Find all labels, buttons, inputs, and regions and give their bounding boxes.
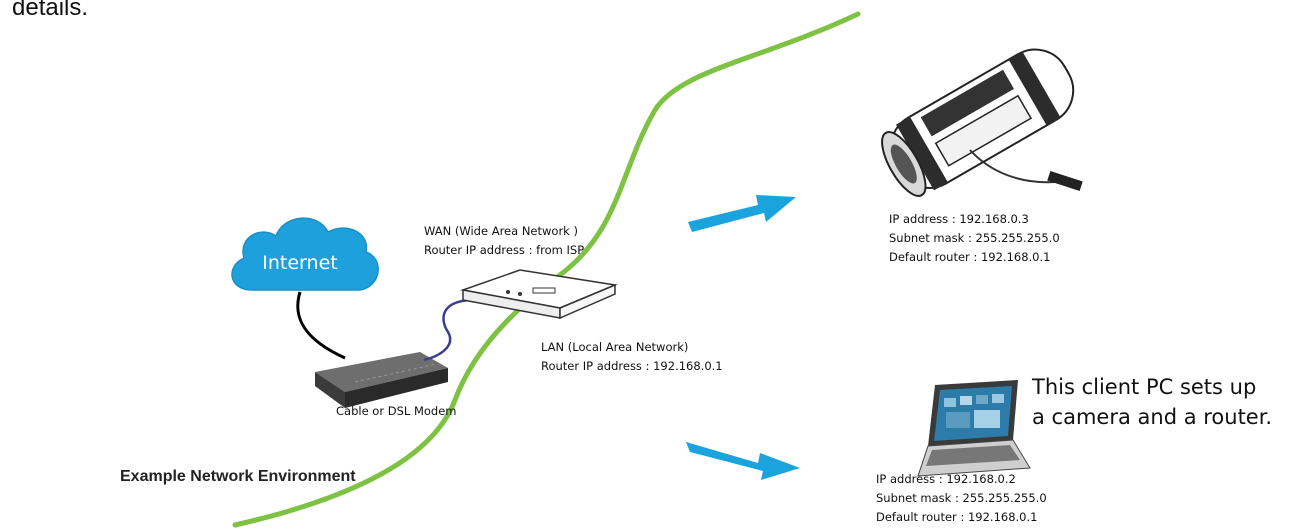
pc-gateway: Default router : 192.168.0.1 xyxy=(876,510,1038,524)
camera-icon xyxy=(881,48,1083,197)
modem-cable xyxy=(296,291,346,360)
diagram-caption: Example Network Environment xyxy=(120,468,356,485)
modem-icon xyxy=(315,352,448,408)
wan-label-group: WAN (Wide Area Network ) Router IP addre… xyxy=(424,222,584,260)
pc-ip: IP address : 192.168.0.2 xyxy=(876,472,1016,486)
router-icon xyxy=(460,269,618,320)
internet-label: Internet xyxy=(262,252,338,274)
router-modem-cable xyxy=(423,298,471,362)
pc-subnet: Subnet mask : 255.255.255.0 xyxy=(876,491,1047,505)
arrow-to-camera xyxy=(688,195,796,232)
wan-router-ip: Router IP address : from ISP xyxy=(424,243,585,257)
lan-label-group: LAN (Local Area Network) Router IP addre… xyxy=(541,338,723,376)
internet-cloud-icon xyxy=(231,217,379,291)
header-partial-text: details. xyxy=(12,0,89,21)
camera-ip: IP address : 192.168.0.3 xyxy=(889,212,1029,226)
network-boundary-line xyxy=(232,11,861,528)
camera-subnet: Subnet mask : 255.255.255.0 xyxy=(889,231,1060,245)
laptop-icon xyxy=(917,380,1031,477)
wan-title: WAN (Wide Area Network ) xyxy=(424,224,578,238)
pc-note-line2: a camera and a router. xyxy=(1032,405,1273,429)
lan-title: LAN (Local Area Network) xyxy=(541,340,689,354)
pc-note: This client PC sets up a camera and a ro… xyxy=(1032,372,1272,432)
camera-info: IP address : 192.168.0.3 Subnet mask : 2… xyxy=(889,210,1060,267)
modem-label: Cable or DSL Modem xyxy=(336,404,457,418)
pc-info: IP address : 192.168.0.2 Subnet mask : 2… xyxy=(876,470,1047,527)
lan-router-ip: Router IP address : 192.168.0.1 xyxy=(541,359,723,373)
pc-note-line1: This client PC sets up xyxy=(1032,375,1257,399)
arrow-to-pc xyxy=(686,442,800,480)
camera-gateway: Default router : 192.168.0.1 xyxy=(889,250,1051,264)
